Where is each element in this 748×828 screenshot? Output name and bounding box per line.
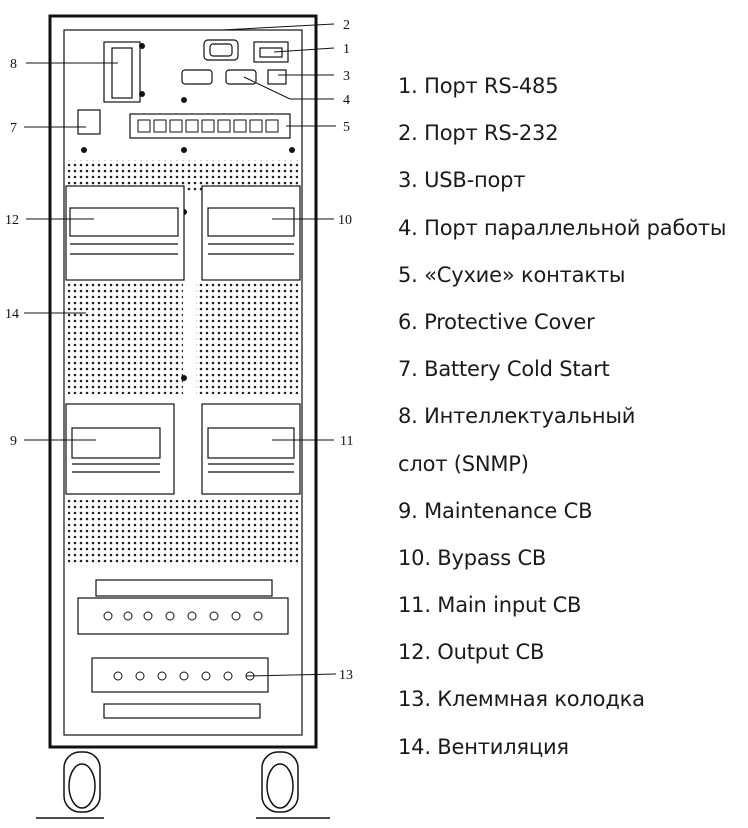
legend-item: 14. Вентиляция [398,734,569,759]
callout-14: 14 [5,307,19,322]
rs232-port [203,39,239,61]
parallel-port-left [181,69,213,85]
bypass-cb [201,185,301,281]
usb-port [267,69,287,85]
callout-10: 10 [338,213,352,228]
ventilation-areas [68,160,298,566]
callout-3: 3 [343,69,350,84]
legend-item: 9. Maintenance CB [398,498,593,523]
legend-item: 6. Protective Cover [398,309,595,334]
callout-4: 4 [343,93,350,108]
legend-item: 7. Battery Cold Start [398,357,610,382]
parallel-port-right [225,69,257,85]
battery-cold-start-button [77,109,101,135]
callout-13: 13 [339,668,353,683]
output-cb [65,185,185,281]
legend-item: 1. Порт RS-485 [398,74,559,98]
legend-item: 5. «Сухие» контакты [398,262,626,287]
callout-leader-lines [24,23,337,677]
top-panel [77,39,291,139]
callout-7: 7 [10,121,17,136]
right-wheel [256,751,330,819]
callout-9: 9 [10,434,17,449]
callout-2: 2 [343,18,350,33]
lower-terminal-screws [113,671,255,681]
ups-rear-panel-diagram: 8 7 12 14 9 2 1 3 4 5 10 11 13 [5,14,353,819]
legend-item: 10. Bypass CB [398,545,547,570]
snmp-slot [103,41,141,103]
upper-terminal-block [77,579,289,635]
legend-item: 3. USB-порт [398,168,526,193]
callout-8: 8 [10,57,17,72]
maintenance-cb [65,403,175,495]
legend-item: 2. Порт RS-232 [398,121,559,146]
dry-contact-cells [137,119,279,133]
legend-list: 1. Порт RS-485 2. Порт RS-232 3. USB-пор… [398,70,743,778]
legend-item: 4. Порт параллельной работы [398,215,727,240]
callout-11: 11 [340,434,353,449]
legend-item: слот (SNMP) [398,451,529,476]
legend-item: 13. Клеммная колодка [398,687,645,712]
upper-terminal-screws [103,611,263,621]
legend-item: 11. Main input CB [398,593,582,618]
callout-12: 12 [5,213,19,228]
callout-5: 5 [343,120,350,135]
main-input-cb [201,403,301,495]
rs485-port [253,41,289,63]
legend-item: 8. Интеллектуальный [398,404,636,429]
legend-item: 12. Output CB [398,640,545,665]
left-wheel [36,751,104,819]
lower-terminal-block [91,657,269,719]
callout-1: 1 [343,42,350,57]
